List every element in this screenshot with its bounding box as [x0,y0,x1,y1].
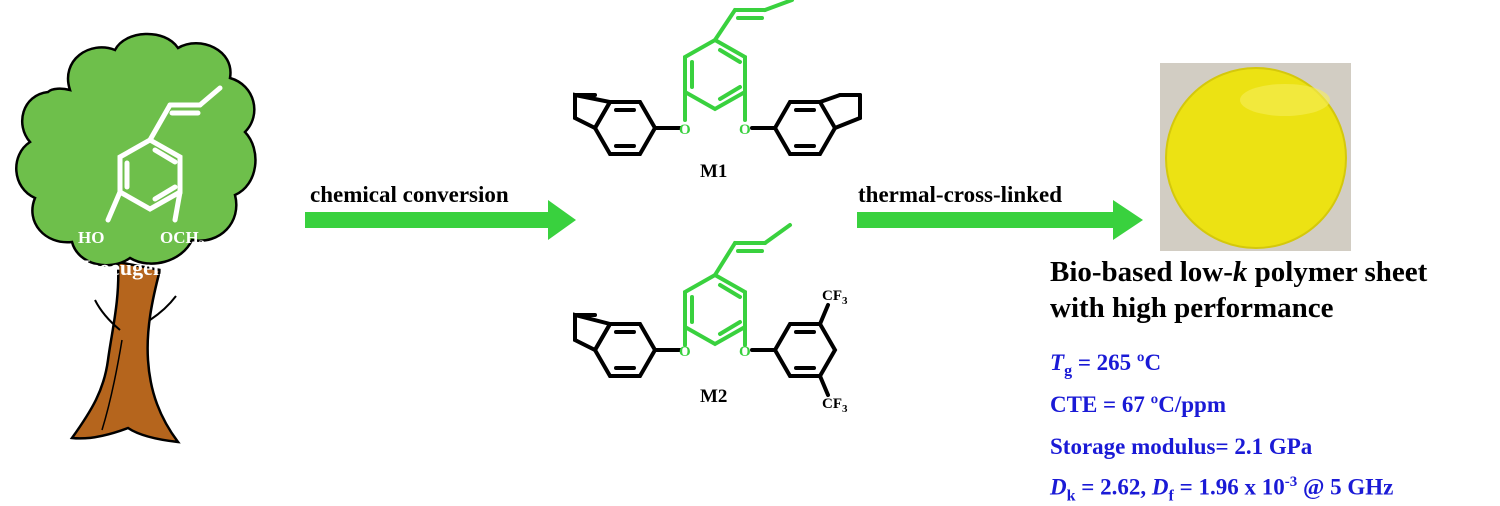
property-storage-modulus: Storage modulus= 2.1 GPa [1050,434,1313,459]
title-text-2: polymer sheet [1247,256,1428,288]
step1-label: chemical conversion [310,182,509,207]
product-title-line2: with high performance [1050,292,1334,325]
m2-oxygen-right: O [739,344,751,360]
ho-label: HO [78,228,104,247]
m1-label: M1 [700,161,727,182]
m2-cf3-top: CF3 [822,288,848,307]
title-text-3: with high performance [1050,292,1334,324]
property-tg: Tg = 265 ºC [1050,350,1162,380]
step2-label: thermal-cross-linked [858,182,1062,207]
arrow-chemical-conversion: chemical conversion [305,182,576,240]
product-title-line1: Bio-based low-k polymer sheet [1050,256,1427,289]
m1-oxygen-right: O [739,122,751,138]
compound-name-isoeugenol: Isoeugenol [82,255,182,280]
isoeugenol-structure [105,85,223,223]
property-cte: CTE = 67 ºC/ppm [1050,392,1226,417]
monomer-m1-structure [573,0,862,156]
m2-oxygen-left: O [679,344,691,360]
title-k-italic: k [1232,256,1248,288]
tree-trunk [69,260,181,444]
tree-illustration: HO OCH3 Isoeugenol [15,32,257,444]
property-dielectric: Dk = 2.62, Df = 1.96 x 10-3 @ 5 GHz [1050,474,1394,505]
m1-oxygen-left: O [679,122,691,138]
polymer-sheet-photo [1160,63,1351,251]
arrow-thermal-cross-linked: thermal-cross-linked [857,182,1143,240]
och3-label: OCH3 [160,228,205,251]
title-text-1: Bio-based low- [1050,256,1233,288]
m2-cf3-bottom: CF3 [822,396,848,415]
monomer-m2-structure [573,223,838,397]
m2-label: M2 [700,386,727,407]
